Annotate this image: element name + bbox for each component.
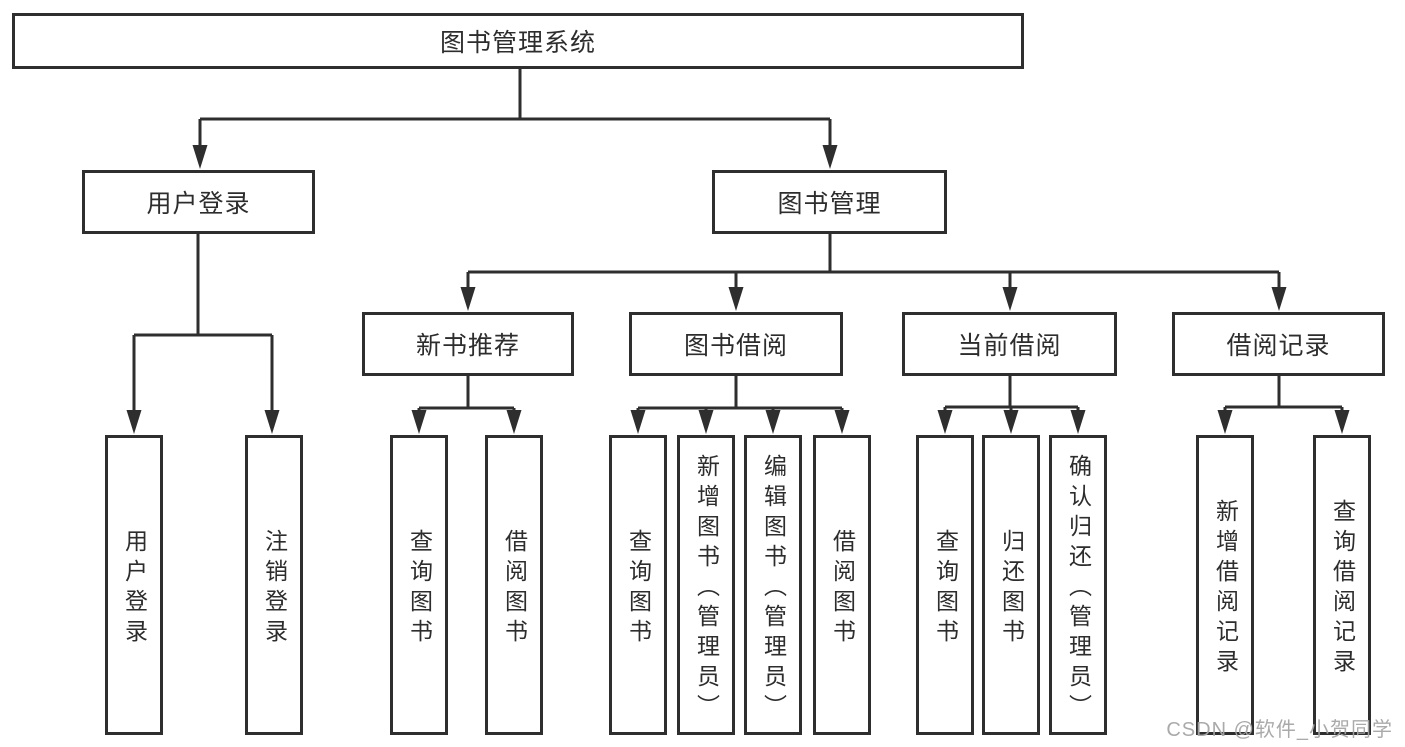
leaf-label: 编辑图书（管理员）	[760, 453, 787, 724]
leaf-query-books-recommend: 查询图书	[390, 435, 448, 735]
node-current-borrowing: 当前借阅	[902, 312, 1117, 376]
leaf-return-books: 归还图书	[982, 435, 1040, 735]
leaf-label: 查询图书	[406, 528, 433, 649]
node-book-management: 图书管理	[712, 170, 947, 234]
node-book-borrowing: 图书借阅	[629, 312, 843, 376]
leaf-label: 查询图书	[625, 528, 652, 649]
leaf-logout-login: 注销登录	[245, 435, 303, 735]
node-new-book-recommend: 新书推荐	[362, 312, 574, 376]
leaf-label: 新增图书（管理员）	[693, 453, 720, 724]
node-user-login: 用户登录	[82, 170, 315, 234]
trunk-lines	[134, 69, 1342, 410]
leaf-label: 借阅图书	[501, 528, 528, 649]
leaf-label: 查询借阅记录	[1329, 498, 1356, 679]
leaf-add-books-admin: 新增图书（管理员）	[677, 435, 735, 735]
leaf-label: 查询图书	[932, 528, 959, 649]
node-borrow-records: 借阅记录	[1172, 312, 1385, 376]
leaf-query-borrow-record: 查询借阅记录	[1313, 435, 1371, 735]
leaf-label: 新增借阅记录	[1212, 498, 1239, 679]
leaf-query-books-borrowing: 查询图书	[609, 435, 667, 735]
watermark: CSDN @软件_小贺同学	[1166, 719, 1393, 741]
leaf-borrow-books-recommend: 借阅图书	[485, 435, 543, 735]
leaf-label: 确认归还（管理员）	[1065, 453, 1092, 724]
leaf-user-login: 用户登录	[105, 435, 163, 735]
leaf-add-borrow-record: 新增借阅记录	[1196, 435, 1254, 735]
leaf-label: 借阅图书	[829, 528, 856, 649]
leaf-label: 用户登录	[121, 528, 148, 649]
leaf-query-books-current: 查询图书	[916, 435, 974, 735]
leaf-confirm-return-admin: 确认归还（管理员）	[1049, 435, 1107, 735]
leaf-borrow-books-borrowing: 借阅图书	[813, 435, 871, 735]
node-library-management-system: 图书管理系统	[12, 13, 1024, 69]
leaf-edit-books-admin: 编辑图书（管理员）	[744, 435, 802, 735]
leaf-label: 归还图书	[998, 528, 1025, 649]
leaf-label: 注销登录	[261, 528, 288, 649]
